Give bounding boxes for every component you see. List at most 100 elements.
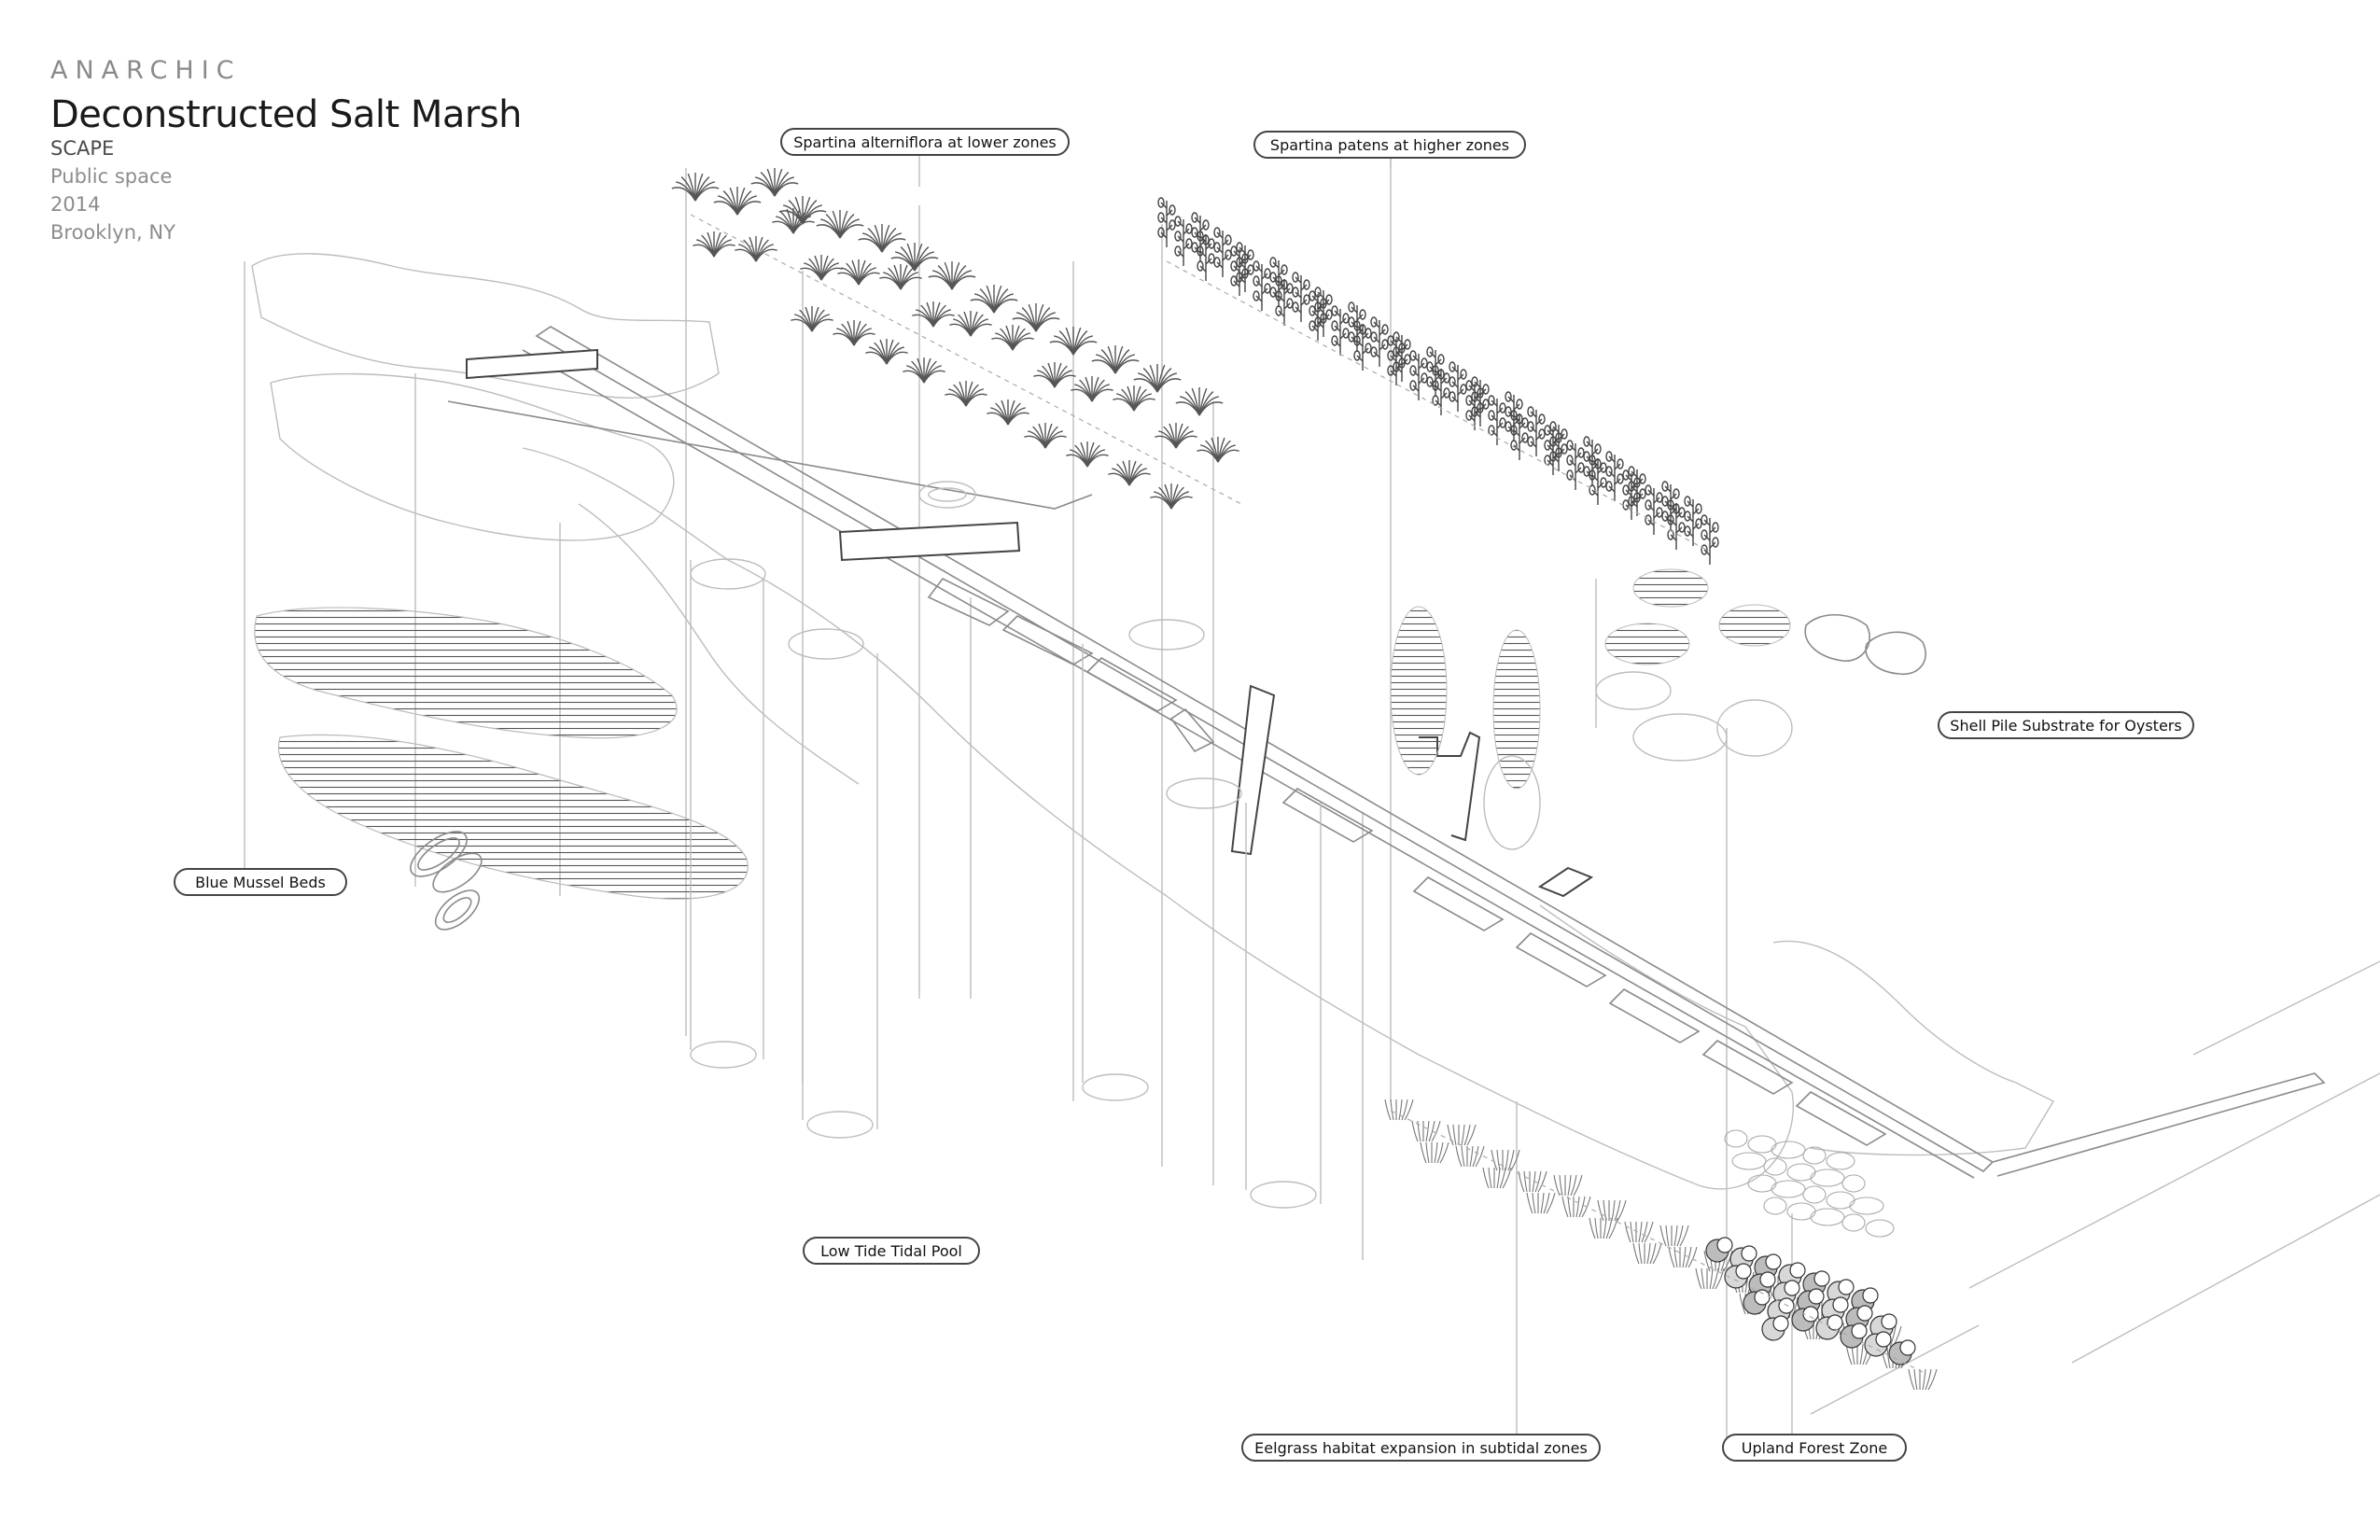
- eelgrass-tuft: [1659, 1225, 1689, 1247]
- callout-eelgrass: Eelgrass habitat expansion in subtidal z…: [1241, 1434, 1601, 1462]
- grass-clump: [945, 381, 987, 407]
- grass-clump: [987, 399, 1029, 426]
- tree-canopy-detail: [1832, 1296, 1849, 1313]
- tree-canopy-detail: [1772, 1315, 1789, 1332]
- grass-clump: [1155, 423, 1197, 449]
- patens-sprig: [1236, 242, 1254, 292]
- spartina-patens-plants: [1157, 197, 1719, 565]
- tree-canopy-detail: [1735, 1263, 1752, 1280]
- grass-clump: [928, 261, 976, 290]
- patens-sprig: [1353, 320, 1372, 371]
- eelgrass-tuft: [1908, 1368, 1938, 1391]
- patens-sprig: [1370, 316, 1389, 367]
- callout-spartina-patens: Spartina patens at higher zones: [1253, 131, 1526, 159]
- pebble: [1771, 1180, 1806, 1198]
- grass-clump: [1033, 362, 1076, 388]
- tree-canopy-detail: [1875, 1331, 1892, 1348]
- tree-canopy-detail: [1789, 1262, 1806, 1279]
- grass-clump: [816, 210, 864, 239]
- grass-clump: [1012, 303, 1060, 332]
- patens-sprig: [1409, 350, 1428, 400]
- grass-clump: [791, 306, 833, 332]
- patens-sprig: [1197, 231, 1215, 281]
- grass-clump: [1133, 364, 1182, 393]
- pebble: [1802, 1146, 1827, 1165]
- patens-sprig: [1645, 484, 1663, 535]
- oyster-shell-icons: [1804, 614, 1926, 676]
- planting-guides: [690, 214, 1924, 1373]
- callout-shell-pile: Shell Pile Substrate for Oysters: [1938, 711, 2194, 739]
- grass-clump: [949, 311, 992, 337]
- tree-canopy-detail: [1827, 1314, 1843, 1331]
- patens-sprig: [1684, 496, 1702, 546]
- grass-clump: [735, 236, 777, 262]
- grass-clump: [903, 357, 945, 384]
- pebble: [1802, 1185, 1827, 1204]
- tree-canopy-detail: [1899, 1339, 1916, 1356]
- patens-sprig: [1510, 410, 1529, 460]
- creek-segments: [927, 577, 1887, 1146]
- patens-sprig: [1471, 376, 1490, 427]
- tree-canopy-detail: [1813, 1270, 1830, 1287]
- mussel-shell-icons: [410, 831, 483, 931]
- tree-canopy-detail: [1838, 1279, 1855, 1295]
- tree-canopy-detail: [1778, 1297, 1795, 1314]
- grass-clump: [991, 325, 1034, 351]
- eelgrass-tuft: [1455, 1145, 1485, 1168]
- grass-clump: [890, 243, 939, 272]
- tree-canopy-detail: [1802, 1306, 1819, 1323]
- patens-sprig: [1191, 212, 1210, 262]
- patens-sprig: [1628, 466, 1646, 516]
- eelgrass-tuft: [1491, 1149, 1520, 1171]
- grass-clump: [693, 231, 735, 258]
- callout-upland-forest: Upland Forest Zone: [1722, 1434, 1907, 1462]
- patens-sprig: [1527, 406, 1546, 456]
- patens-sprig: [1605, 451, 1624, 501]
- grass-clump: [1113, 385, 1155, 412]
- grass-clump: [879, 264, 922, 290]
- grass-clump: [800, 255, 843, 281]
- patens-sprig: [1157, 197, 1176, 247]
- project-year: 2014: [50, 193, 101, 216]
- patens-sprig: [1449, 361, 1467, 412]
- mussel-bed-hatch: [254, 568, 1793, 900]
- eelgrass-tuft: [1668, 1246, 1698, 1268]
- project-category: Public space: [50, 165, 173, 188]
- grass-clump: [912, 301, 955, 328]
- grass-clump: [1150, 483, 1193, 510]
- callout-tidal-pool: Low Tide Tidal Pool: [803, 1237, 980, 1265]
- tree-canopy-detail: [1759, 1271, 1776, 1288]
- patens-sprig: [1253, 260, 1271, 311]
- patens-sprig: [1292, 272, 1310, 322]
- grass-clump: [837, 259, 880, 286]
- tree-canopy-detail: [1881, 1313, 1897, 1330]
- pebble: [1849, 1197, 1884, 1215]
- patens-sprig: [1174, 216, 1193, 266]
- patens-sprig: [1213, 227, 1232, 277]
- grass-clump: [750, 168, 799, 197]
- eelgrass-tuft: [1447, 1124, 1477, 1146]
- tree-canopy-detail: [1754, 1289, 1771, 1306]
- eelgrass-tuft: [1695, 1267, 1725, 1290]
- spartina-alterniflora-plants: [671, 168, 1239, 510]
- tree-canopy-detail: [1808, 1288, 1825, 1305]
- tree-canopy-detail: [1716, 1237, 1733, 1253]
- patens-sprig: [1314, 287, 1333, 337]
- eelgrass-tuft: [1589, 1217, 1618, 1239]
- grass-clump: [713, 187, 762, 216]
- tree-canopy-detail: [1856, 1305, 1873, 1322]
- tree-canopy-detail: [1741, 1245, 1757, 1262]
- tree-canopy-detail: [1851, 1323, 1868, 1339]
- grass-clump: [1071, 376, 1113, 402]
- page-title: Deconstructed Salt Marsh: [50, 93, 523, 136]
- patens-sprig: [1589, 455, 1607, 505]
- pebble: [1810, 1208, 1845, 1226]
- tidal-pool-cylinders: [690, 481, 1322, 1209]
- callout-blue-mussel: Blue Mussel Beds: [174, 868, 347, 896]
- tree-canopy-detail: [1784, 1280, 1800, 1296]
- pebble: [1826, 1152, 1855, 1170]
- grass-clump: [1197, 437, 1239, 463]
- eelgrass-tuft: [1482, 1167, 1512, 1189]
- pebble: [1771, 1141, 1806, 1159]
